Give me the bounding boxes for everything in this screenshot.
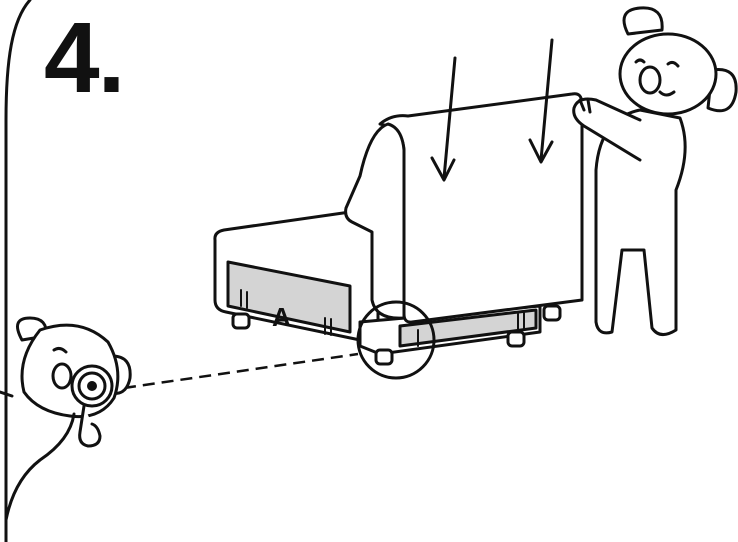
foot [542,304,562,322]
frame-curve [4,0,32,542]
sight-line [123,352,359,390]
panel-a-label: A [272,302,291,332]
foot [506,330,526,348]
magnify-circle-icon [356,300,436,380]
koala-holding-backrest [572,6,738,336]
sofa-base: A [213,210,562,366]
foot [374,348,394,366]
foot [231,312,251,330]
koala-with-magnifier [0,316,132,522]
down-arrow-icon [528,38,554,164]
down-arrow-icon [430,56,457,182]
panel-a [226,260,352,334]
sofa-backrest [344,92,584,324]
step-number: 4. [44,2,125,114]
